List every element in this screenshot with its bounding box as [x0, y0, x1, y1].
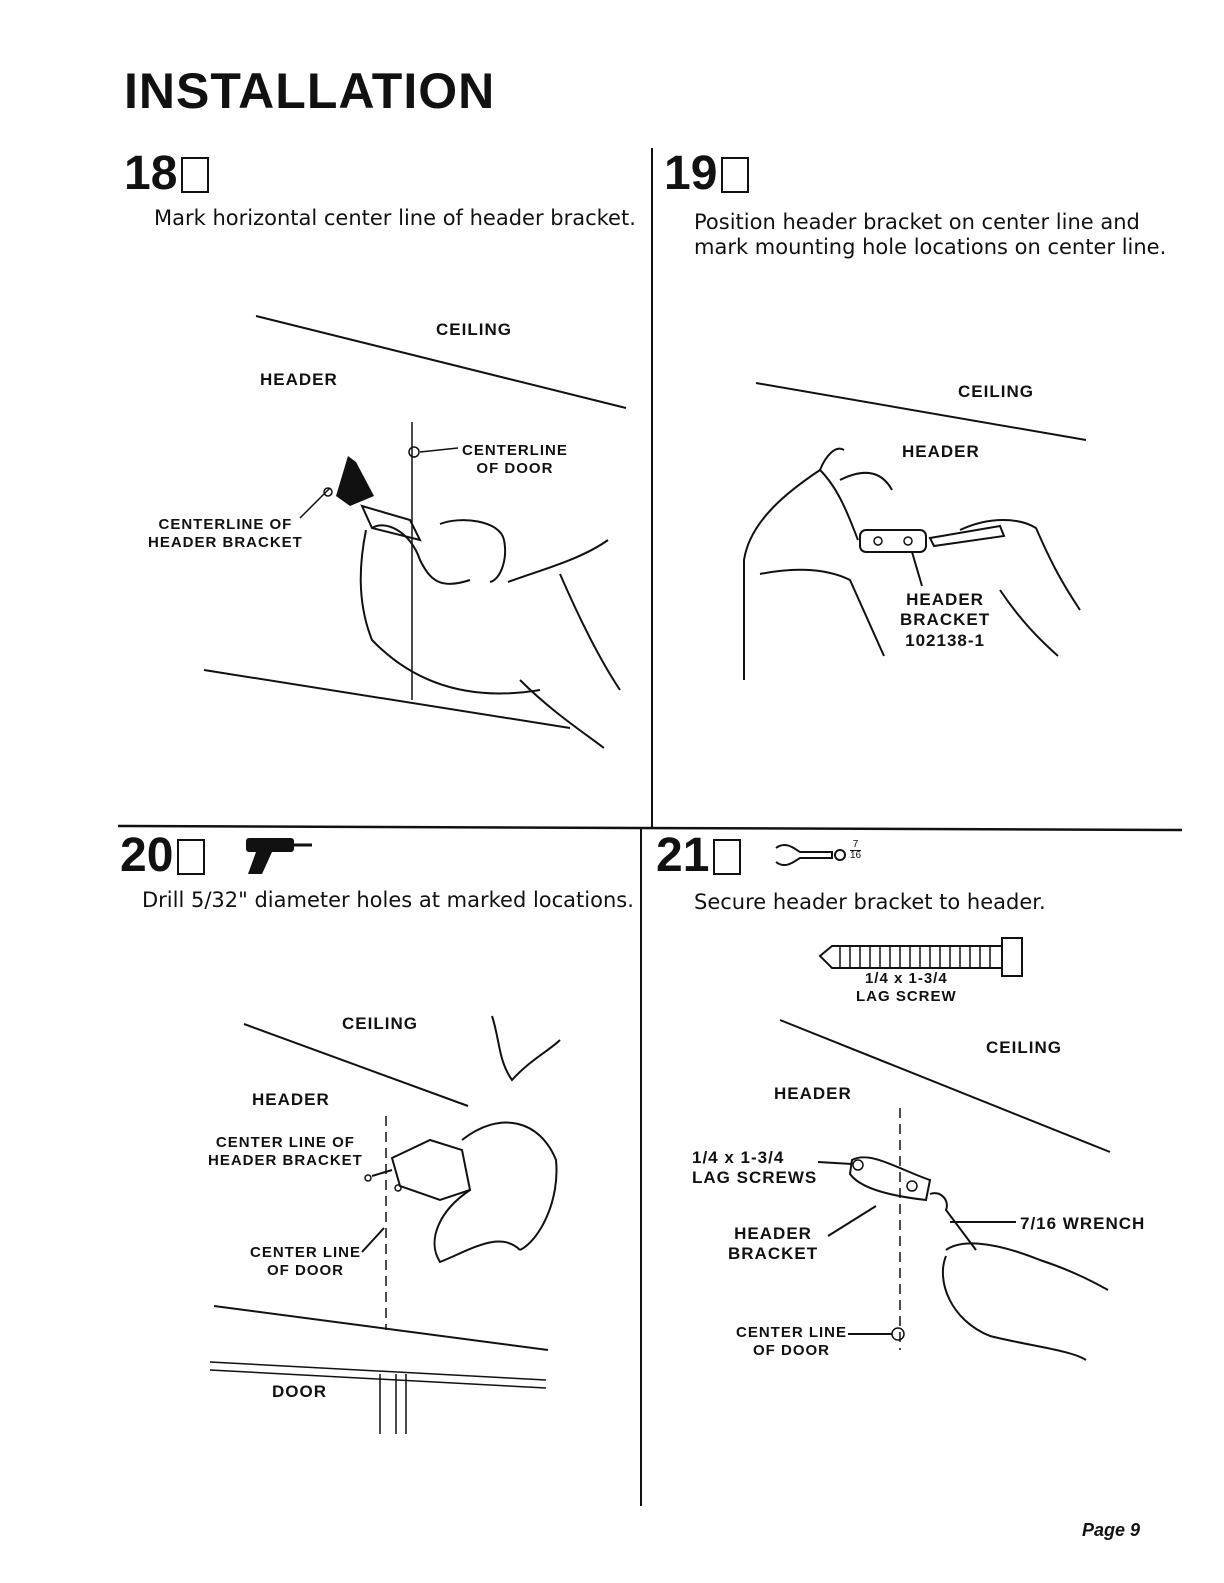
step19-header-label: HEADER: [902, 442, 980, 461]
step18-checkbox[interactable]: [181, 157, 210, 193]
page-number: Page 9: [1082, 1520, 1141, 1540]
step21-center-door-line1: CENTER LINE: [736, 1324, 848, 1341]
step20-center-door-line1: CENTER LINE: [250, 1244, 362, 1261]
step19-bracket-line1: HEADER: [906, 590, 984, 609]
step18-centerline-door-line1: CENTERLINE: [462, 442, 568, 459]
step21-wrench-label: 7/16 WRENCH: [1020, 1214, 1146, 1233]
step21-lag-screws-label: 1/4 x 1-3/4 LAG SCREWS: [692, 1148, 817, 1189]
page-title: INSTALLATION: [124, 63, 496, 119]
step21-screw-name: LAG SCREW: [856, 988, 957, 1005]
step21-screw-label: 1/4 x 1-3/4 LAG SCREW: [856, 970, 957, 1006]
step19-header: 19: [664, 147, 750, 200]
step20-instruction: Drill 5/32" diameter holes at marked loc…: [142, 888, 634, 912]
step19-ceiling-label: CEILING: [958, 382, 1034, 401]
step21-bracket-label: HEADER BRACKET: [728, 1224, 818, 1265]
step19-checkbox[interactable]: [721, 157, 750, 193]
step20-number: 20: [120, 829, 174, 882]
step21-wrench-icon-art: [775, 843, 846, 867]
step20-center-bracket-line2: HEADER BRACKET: [208, 1152, 363, 1169]
step18-instruction: Mark horizontal center line of header br…: [154, 206, 636, 230]
wrench-size-numerator: 7: [850, 840, 862, 851]
step20-diagram: [209, 1015, 561, 1434]
step19-bracket-line2: BRACKET: [900, 610, 991, 630]
step21-header-label: HEADER: [774, 1084, 852, 1103]
step21-bracket-line2: BRACKET: [728, 1244, 819, 1264]
step19-instruction: Position header bracket on center line a…: [694, 210, 1166, 260]
step19-diagram: [743, 382, 1087, 680]
step21-ceiling-label: CEILING: [986, 1038, 1062, 1057]
wrench-size-denominator: 16: [850, 850, 862, 861]
step18-diagram: [203, 315, 627, 749]
step20-ceiling-label: CEILING: [342, 1014, 418, 1033]
lag-screw-drawing: [818, 937, 1023, 977]
bracket-drawing: [848, 1156, 932, 1202]
step21-checkbox[interactable]: [713, 839, 742, 875]
step18-centerline-door-line2: OF DOOR: [476, 460, 554, 477]
step18-header: 18: [124, 147, 210, 200]
step21-lag-screws-line2: LAG SCREWS: [692, 1168, 818, 1188]
step19-bracket-label: HEADER BRACKET 102138-1: [900, 590, 990, 651]
step20-checkbox[interactable]: [177, 839, 206, 875]
drill-icon: [244, 836, 316, 876]
step19-number: 19: [664, 147, 718, 200]
step21-center-door-line2: OF DOOR: [753, 1342, 830, 1359]
header-bracket: [859, 529, 927, 553]
wrench-size-fraction: 7 16: [850, 840, 862, 861]
step18-centerline-bracket-line1: CENTERLINE OF: [158, 516, 293, 533]
step20-center-bracket-label: CENTER LINE OF HEADER BRACKET: [208, 1134, 363, 1170]
step18-centerline-door-label: CENTERLINE OF DOOR: [462, 442, 568, 478]
step21-screw-size: 1/4 x 1-3/4: [864, 970, 948, 987]
step19-instruction-line1: Position header bracket on center line a…: [694, 210, 1140, 234]
step20-header-label: HEADER: [252, 1090, 330, 1109]
step20-drill-icon-art: [246, 838, 312, 874]
step20-door-label: DOOR: [272, 1382, 327, 1401]
step18-header-label: HEADER: [260, 370, 338, 389]
step21-bracket-line1: HEADER: [734, 1224, 812, 1243]
horizontal-divider: [117, 824, 1183, 832]
step19-part-number: 102138-1: [905, 630, 985, 650]
step18-ceiling-label: CEILING: [436, 320, 512, 339]
step20-center-bracket-line1: CENTER LINE OF: [215, 1134, 355, 1151]
step20-center-door-label: CENTER LINE OF DOOR: [250, 1244, 361, 1280]
step21-diagram: [779, 937, 1111, 1361]
step21-instruction: Secure header bracket to header.: [694, 890, 1046, 914]
step21-center-door-label: CENTER LINE OF DOOR: [736, 1324, 847, 1360]
step20-header: 20: [120, 829, 206, 882]
step21-number: 21: [656, 829, 710, 882]
step21-lag-screws-line1: 1/4 x 1-3/4: [692, 1148, 785, 1167]
step21-header: 21: [656, 829, 742, 882]
step19-instruction-line2: mark mounting hole locations on center l…: [694, 235, 1167, 260]
step20-center-door-line2: OF DOOR: [267, 1262, 344, 1279]
pencil-tip: [336, 456, 374, 506]
step18-centerline-bracket-label: CENTERLINE OF HEADER BRACKET: [148, 516, 303, 552]
step18-centerline-bracket-line2: HEADER BRACKET: [148, 534, 303, 551]
step18-number: 18: [124, 147, 178, 200]
wrench-icon: [774, 840, 848, 870]
